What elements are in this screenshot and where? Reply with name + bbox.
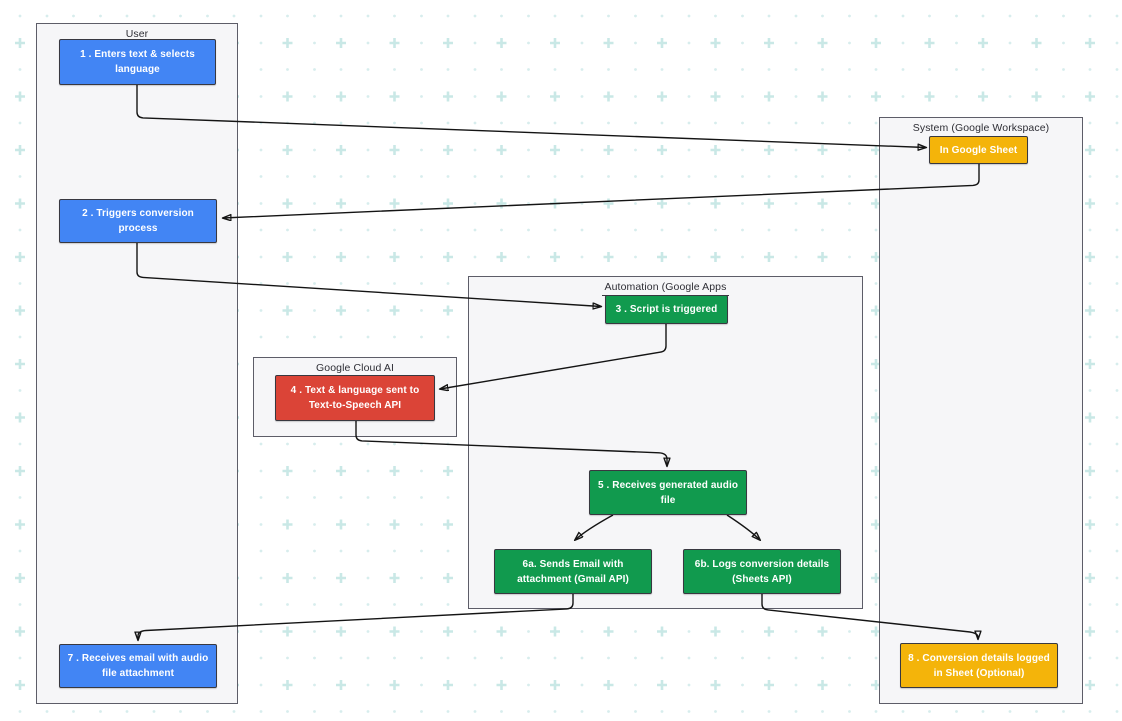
node-5-label: 5 . Receives generated audio file [597, 479, 739, 506]
container-google-cloud-ai-title: Google Cloud AI [254, 362, 456, 374]
container-automation-title: Automation (Google Apps [469, 281, 862, 296]
container-google-cloud-ai-title-text: Google Cloud AI [316, 362, 394, 374]
node-7-receives-email[interactable]: 7 . Receives email with audio file attac… [59, 644, 217, 688]
node-3-script-triggered[interactable]: 3 . Script is triggered [605, 295, 728, 324]
container-user-title: User [37, 28, 237, 40]
node-7-label: 7 . Receives email with audio file attac… [67, 653, 209, 679]
node-6a-label: 6a. Sends Email with attachment (Gmail A… [517, 558, 629, 585]
node-6b-label: 6b. Logs conversion details (Sheets API) [694, 558, 830, 585]
container-system-title: System (Google Workspace) [880, 122, 1082, 134]
container-system[interactable]: System (Google Workspace) [879, 117, 1083, 704]
node-in-google-sheet-label: In Google Sheet [939, 144, 1018, 156]
container-automation-title-text: Automation (Google Apps [601, 281, 730, 296]
node-1-label: 1 . Enters text & selects language [80, 49, 195, 75]
node-5-receives-audio[interactable]: 5 . Receives generated audio file [589, 470, 747, 515]
node-in-google-sheet[interactable]: In Google Sheet [929, 136, 1028, 164]
node-4-text-to-speech-api[interactable]: 4 . Text & language sent to Text-to-Spee… [275, 375, 435, 421]
node-4-label: 4 . Text & language sent to Text-to-Spee… [290, 385, 420, 411]
node-2-label: 2 . Triggers conversion process [82, 208, 194, 234]
container-user[interactable]: User [36, 23, 238, 704]
node-6b-logs-details[interactable]: 6b. Logs conversion details (Sheets API) [683, 549, 841, 594]
container-system-title-text: System (Google Workspace) [912, 122, 1050, 134]
node-8-conversion-logged[interactable]: 8 . Conversion details logged in Sheet (… [900, 643, 1058, 688]
node-6a-sends-email[interactable]: 6a. Sends Email with attachment (Gmail A… [494, 549, 652, 594]
container-user-title-text: User [125, 28, 149, 40]
node-8-label: 8 . Conversion details logged in Sheet (… [908, 652, 1050, 679]
node-1-enters-text[interactable]: 1 . Enters text & selects language [59, 39, 216, 85]
node-3-label: 3 . Script is triggered [615, 304, 718, 315]
node-2-triggers-conversion[interactable]: 2 . Triggers conversion process [59, 199, 217, 243]
